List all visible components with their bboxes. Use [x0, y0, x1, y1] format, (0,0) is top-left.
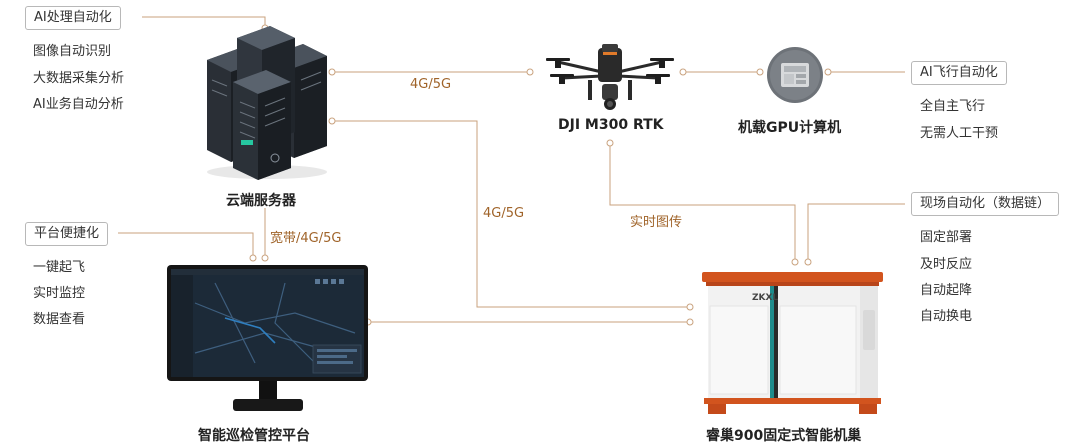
device-label-dock: 睿巢900固定式智能机巢 [706, 428, 862, 444]
ai-flight-item: 无需人工干预 [920, 126, 999, 141]
box-ai-flight: AI飞行自动化 [911, 61, 1007, 85]
onsite-item: 及时反应 [920, 257, 973, 272]
dot [686, 303, 694, 311]
line-drone-dock [609, 143, 796, 262]
gpu-computer-icon [767, 47, 823, 103]
link-label-drone-dock: 实时图传 [630, 215, 683, 230]
platform-item: 一键起飞 [33, 260, 86, 275]
dot [606, 139, 614, 147]
dot [261, 254, 269, 262]
device-label-platform: 智能巡检管控平台 [198, 428, 310, 444]
dot [328, 117, 336, 125]
dock-brand-text: ZKXL [752, 293, 778, 303]
platform-item: 数据查看 [33, 312, 86, 327]
dot [791, 258, 799, 266]
box-onsite: 现场自动化（数据链） [911, 192, 1060, 216]
device-label-drone: DJI M300 RTK [558, 117, 664, 133]
dot [804, 258, 812, 266]
dot [756, 68, 764, 76]
dot [686, 318, 694, 326]
ai-processing-item: AI业务自动分析 [33, 97, 124, 112]
ai-processing-item: 图像自动识别 [33, 44, 112, 59]
ai-processing-item: 大数据采集分析 [33, 71, 125, 86]
device-label-cloud: 云端服务器 [226, 193, 296, 209]
line-cloud-dock [332, 120, 690, 308]
link-label-cloud-dock: 4G/5G [483, 206, 525, 221]
box-ai-processing: AI处理自动化 [25, 6, 121, 30]
box-platform: 平台便捷化 [25, 222, 109, 246]
line-platform-box [118, 232, 254, 258]
dot [824, 68, 832, 76]
platform-item: 实时监控 [33, 286, 86, 301]
dot [679, 68, 687, 76]
onsite-item: 自动换电 [920, 309, 973, 324]
monitor-icon [167, 265, 368, 411]
link-label-cloud-drone: 4G/5G [410, 77, 452, 92]
link-label-cloud-platform: 宽带/4G/5G [270, 231, 342, 246]
dock-icon: ZKXL [702, 272, 883, 414]
line-ai-processing [142, 16, 266, 28]
dot [328, 68, 336, 76]
dot [249, 254, 257, 262]
ai-flight-item: 全自主飞行 [920, 99, 986, 114]
dot [526, 68, 534, 76]
onsite-item: 固定部署 [920, 230, 973, 245]
device-label-gpu: 机载GPU计算机 [738, 120, 842, 136]
onsite-item: 自动起降 [920, 283, 973, 298]
drone-icon [546, 44, 674, 110]
line-onsite-dock [807, 203, 905, 262]
cloud-server-icon [207, 26, 327, 180]
